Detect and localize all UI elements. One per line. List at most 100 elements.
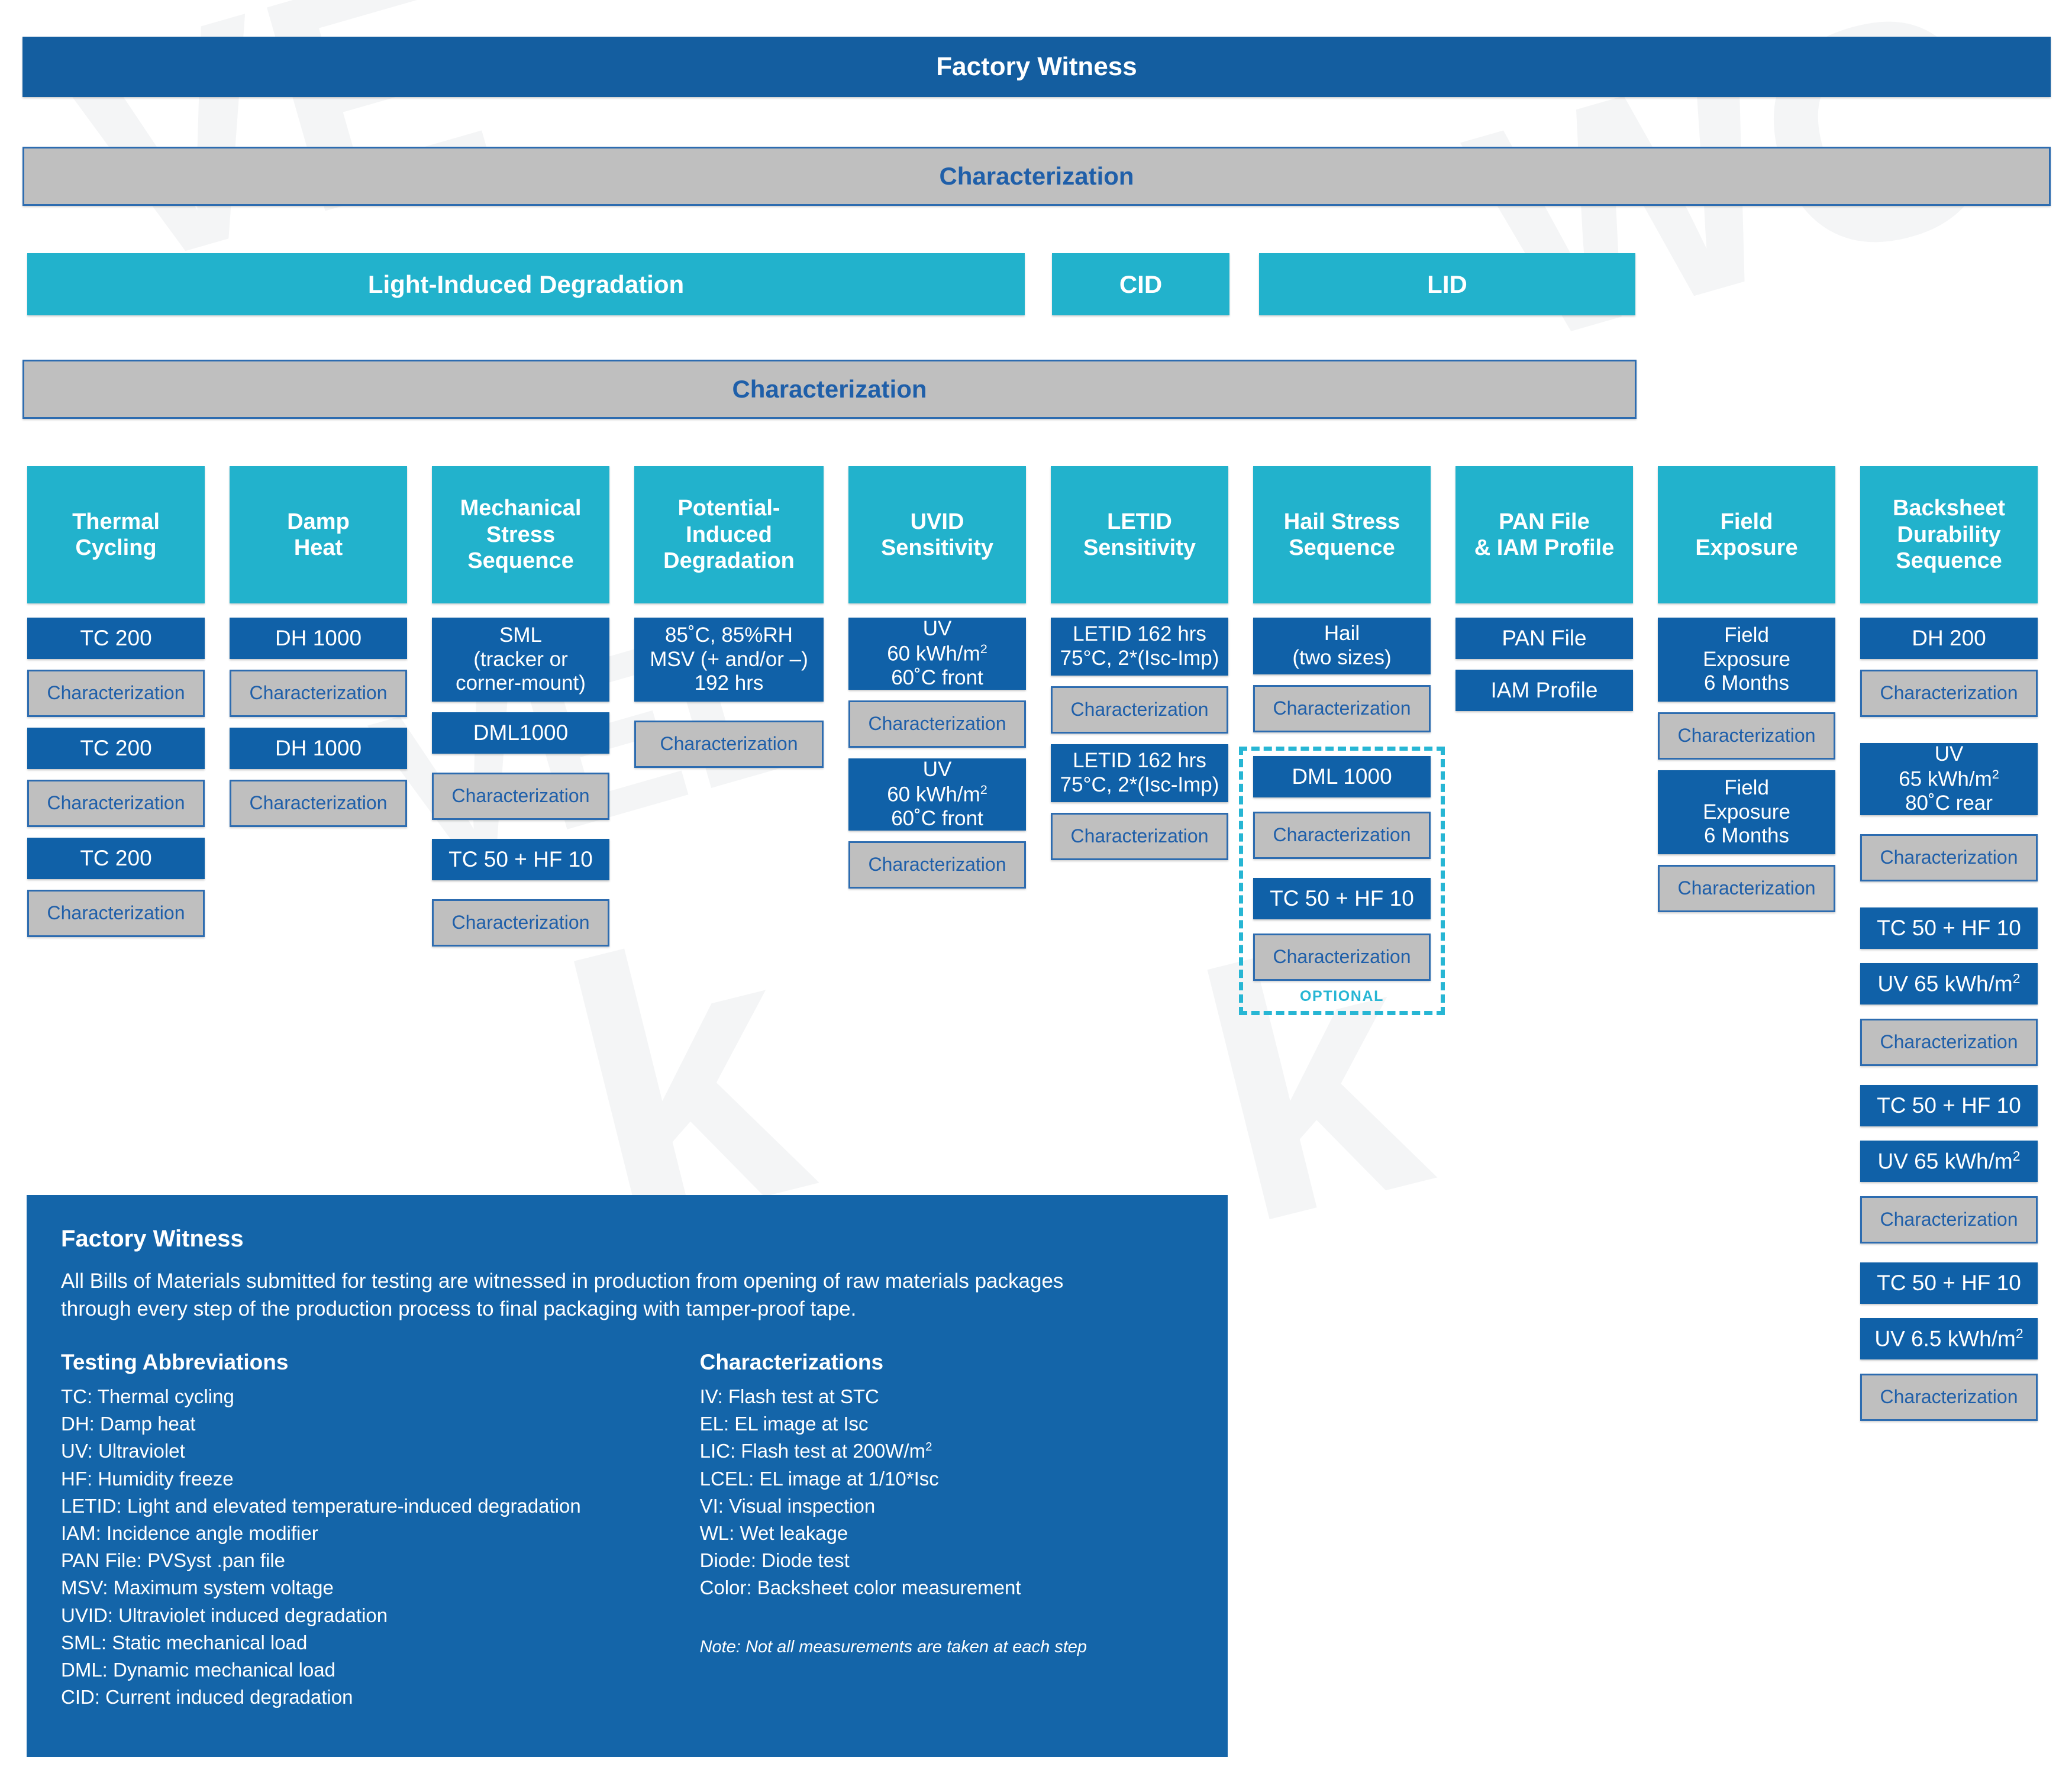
step-label: TC 50 + HF 10 (1877, 1271, 2021, 1296)
step-box-backsheet-durability-sequence-2: Characterization (1860, 670, 2038, 717)
step-label: UV 65 kWh/m2 (1877, 1148, 2021, 1174)
step-label: UV 65 kWh/m2 (1877, 971, 2021, 996)
step-box-potential-induced-degradation-2: Characterization (634, 721, 824, 768)
step-label: Field (1724, 776, 1769, 799)
legend-abbreviation-item: SML: Static mechanical load (61, 1631, 308, 1653)
column-header-line: Sequence (1896, 548, 2002, 574)
column-header-line: Potential- (677, 496, 780, 521)
column-header-line: Sensitivity (1083, 535, 1196, 560)
legend-characterizations-title: Characterizations (699, 1350, 884, 1375)
step-box-backsheet-durability-sequence-7: Characterization (1860, 1019, 2038, 1066)
step-label: LETID 162 hrs (1073, 622, 1206, 646)
step-label: TC 200 (80, 736, 152, 761)
banner-characterization-1-label: Characterization (939, 162, 1134, 190)
step-box-letid-sensitivity-4: Characterization (1051, 813, 1228, 860)
legend-abbreviation-item: CID: Current induced degradation (61, 1686, 353, 1708)
step-label: Hail (1324, 622, 1360, 645)
column-header-line: Sensitivity (880, 535, 994, 560)
step-label: PAN File (1502, 626, 1587, 651)
legend-panel: Factory Witness All Bills of Materials s… (27, 1195, 1228, 1757)
banner-lid-full-label: Light-Induced Degradation (367, 270, 685, 298)
column-header-line: Field (1720, 509, 1773, 534)
characterization-label: Characterization (1880, 682, 2018, 704)
characterization-label: Characterization (1070, 825, 1209, 847)
column-header-line: Thermal (72, 509, 160, 534)
step-box-thermal-cycling-2: Characterization (27, 670, 205, 717)
characterization-label: Characterization (1070, 699, 1209, 721)
legend-characterization-item: LIC: Flash test at 200W/m2 (699, 1440, 932, 1462)
characterization-label: Characterization (868, 854, 1006, 876)
legend-characterization-item: Color: Backsheet color measurement (699, 1577, 1021, 1599)
step-label: UV (922, 616, 952, 640)
legend-abbreviation-item: DML: Dynamic mechanical load (61, 1658, 336, 1681)
step-box-thermal-cycling-4: Characterization (27, 780, 205, 827)
step-label: 60 kWh/m2 (887, 641, 987, 666)
step-label: 60 kWh/m2 (887, 781, 987, 806)
step-label: 60˚C front (891, 666, 983, 690)
column-header-line: Cycling (75, 535, 157, 560)
step-label: SML (499, 623, 542, 647)
banner-cid: CID (1052, 253, 1229, 315)
legend-characterization-item: WL: Wet leakage (699, 1522, 848, 1545)
column-header-line: Sequence (467, 548, 574, 574)
step-label: IAM Profile (1490, 678, 1598, 703)
step-box-backsheet-durability-sequence-9: UV 65 kWh/m2 (1860, 1141, 2038, 1182)
step-box-backsheet-durability-sequence-6: UV 65 kWh/m2 (1860, 963, 2038, 1004)
banner-characterization-2: Characterization (22, 360, 1637, 419)
column-header-line: Stress (486, 522, 556, 547)
step-box-thermal-cycling-5: TC 200 (27, 838, 205, 879)
legend-characterization-item: VI: Visual inspection (699, 1494, 876, 1517)
step-label: (tracker or (473, 647, 568, 671)
step-label: DML 1000 (1292, 764, 1392, 789)
legend-abbreviation-item: IAM: Incidence angle modifier (61, 1522, 318, 1545)
optional-label: OPTIONAL (1300, 988, 1384, 1004)
banner-lid-label: LID (1427, 270, 1467, 298)
characterization-label: Characterization (1677, 877, 1816, 899)
step-box-damp-heat-1: DH 1000 (230, 618, 407, 659)
step-label: (two sizes) (1292, 646, 1392, 669)
step-box-uvid-sensitivity-4: Characterization (848, 841, 1026, 889)
step-box-pan-file-iam-profile-1: PAN File (1455, 618, 1633, 659)
step-label: Exposure (1703, 647, 1790, 671)
step-box-hail-stress-sequence-2: Characterization (1253, 685, 1431, 732)
step-box-pan-file-iam-profile-2: IAM Profile (1455, 670, 1633, 711)
step-label: DH 1000 (275, 626, 362, 651)
column-header-line: Induced (686, 522, 772, 547)
step-label: 6 Months (1704, 671, 1789, 695)
column-header-line: LETID (1107, 509, 1172, 534)
step-label: DML1000 (473, 721, 569, 745)
step-box-hail-stress-sequence-4: Characterization (1253, 812, 1431, 859)
step-label: TC 50 + HF 10 (1877, 1093, 2021, 1118)
characterization-label: Characterization (1677, 725, 1816, 747)
legend-characterization-item: LCEL: EL image at 1/10*Isc (699, 1467, 939, 1490)
step-label: TC 200 (80, 846, 152, 871)
step-box-backsheet-durability-sequence-5: TC 50 + HF 10 (1860, 907, 2038, 949)
column-header-line: Durability (1897, 522, 2001, 547)
step-label: TC 50 + HF 10 (1270, 886, 1414, 911)
step-label: 192 hrs (694, 671, 764, 695)
banner-lid: LID (1259, 253, 1635, 315)
characterization-label: Characterization (1880, 1386, 2018, 1408)
characterization-label: Characterization (451, 912, 590, 934)
step-box-damp-heat-4: Characterization (230, 780, 407, 827)
step-label: 65 kWh/m2 (1899, 766, 1999, 791)
column-header-line: Sequence (1289, 535, 1395, 560)
column-header-pan-file-iam-profile: PAN File& IAM Profile (1455, 466, 1633, 603)
step-label: TC 50 + HF 10 (448, 847, 593, 872)
legend-abbreviation-item: PAN File: PVSyst .pan file (61, 1549, 286, 1572)
legend-title: Factory Witness (61, 1226, 244, 1252)
step-label: Exposure (1703, 800, 1790, 823)
step-label: 80˚C rear (1905, 792, 1993, 815)
step-box-damp-heat-3: DH 1000 (230, 728, 407, 769)
step-box-field-exposure-4: Characterization (1658, 865, 1835, 912)
